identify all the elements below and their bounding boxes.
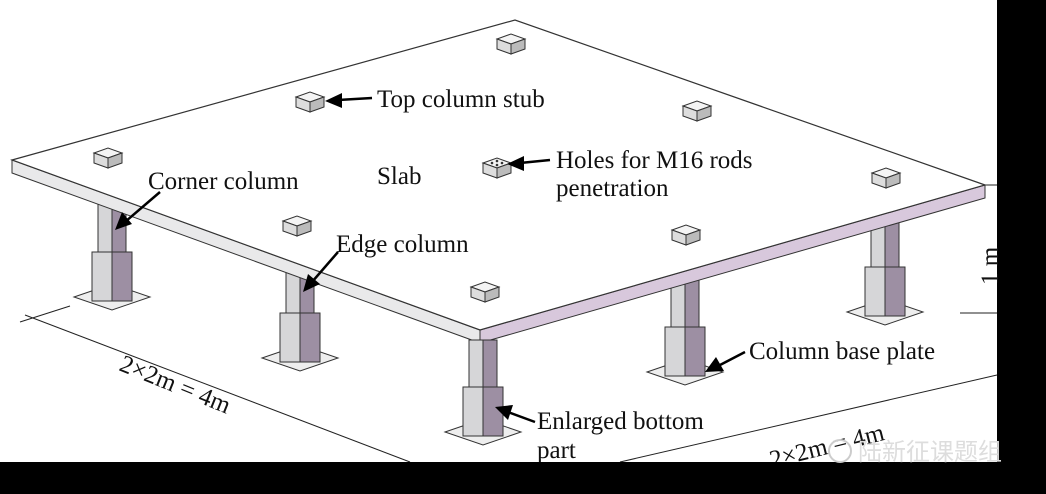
column-enlarged-right [111,251,133,302]
watermark-text: 陆新征课题组 [858,438,1002,466]
rod-hole [495,163,499,167]
label-holes-line2: penetration [556,175,669,202]
label-enlarged-line1: Enlarged bottom [537,408,704,435]
column-stub [469,281,501,303]
rod-hole [495,159,499,163]
column-stub [481,157,513,179]
watermark: 陆新征课题组 [828,438,1002,466]
column-stub [670,224,702,246]
column-stub [681,100,713,122]
column-enlarged-left [91,251,113,302]
column-shaft-right [684,279,700,328]
column-enlarged-left [462,386,484,437]
column-stub [495,33,527,55]
arrow-corner-column [124,191,161,223]
column-enlarged-right [684,326,706,377]
rod-hole [500,161,504,165]
wechat-icon [828,439,852,463]
column-stub [870,167,902,189]
column-stubs [92,33,902,303]
column-shaft-left [468,339,484,388]
arrow-enlarged [507,410,536,424]
bottom-black-band [0,462,1046,494]
column-enlarged-left [864,266,886,317]
front-columns [443,339,523,446]
label-column-base-plate: Column base plate [749,338,935,365]
arrow-top-stub [337,96,373,102]
column-enlarged-right [299,312,321,363]
rod-hole [490,161,494,165]
arrow-holes [519,158,551,165]
label-edge-column: Edge column [336,231,469,258]
arrows [115,93,746,424]
column-stub [281,215,313,237]
label-holes-line1: Holes for M16 rods [556,147,753,174]
arrow-edge-column [311,251,339,283]
dimension-line-left [24,314,411,463]
label-slab: Slab [377,163,421,190]
column-shaft-right [482,339,498,388]
label-height-dimension: 1 m [977,246,1004,285]
label-enlarged-line2: part [537,437,576,464]
column-stub [92,147,124,169]
label-top-column-stub: Top column stub [377,86,545,113]
column-enlarged-left [664,326,686,377]
dimension-line-right [619,374,998,463]
column-enlarged-right [884,266,906,317]
front-corner-column [443,339,523,446]
label-corner-column: Corner column [148,168,299,195]
arrow-base-plate [719,350,746,367]
column-stub [294,91,326,113]
column-right-front [645,279,725,386]
column-enlarged-left [279,312,301,363]
